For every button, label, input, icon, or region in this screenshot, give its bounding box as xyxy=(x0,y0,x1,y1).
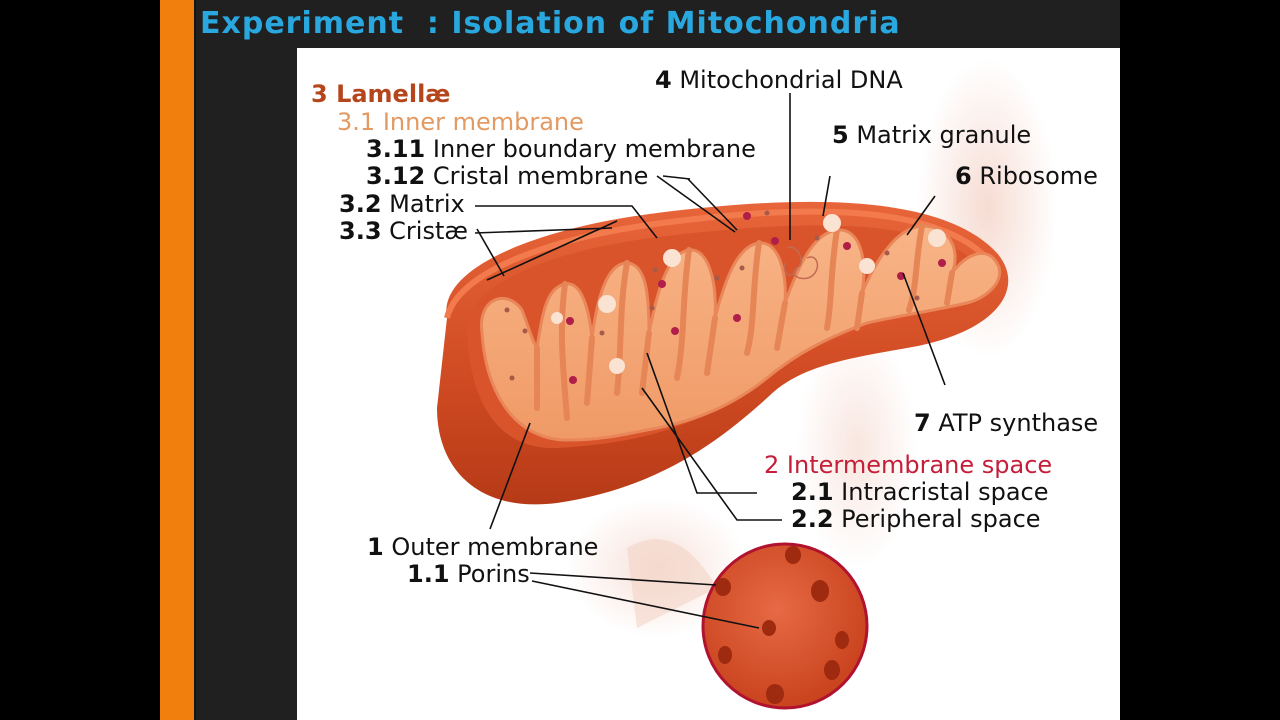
label-inner-boundary-membrane: 3.11 Inner boundary membrane xyxy=(366,135,756,163)
label-intracristal-space: 2.1 Intracristal space xyxy=(791,478,1048,506)
ribosome-dots xyxy=(566,212,946,384)
label-inner-membrane: 3.1 Inner membrane xyxy=(337,108,584,136)
small-spots xyxy=(504,210,920,381)
label-porins: 1.1 Porins xyxy=(407,560,530,588)
cristae-folds xyxy=(534,223,955,421)
label-ribosome: 6 Ribosome xyxy=(955,162,1098,190)
mitochondrion-diagram: 3 Lamellæ 3.1 Inner membrane 3.11 Inner … xyxy=(311,58,1098,710)
matrix-granules xyxy=(551,214,946,374)
label-atp-synthase: 7 ATP synthase xyxy=(914,409,1098,437)
label-intermembrane-space: 2 Intermembrane space xyxy=(764,451,1052,479)
label-matrix: 3.2 Matrix xyxy=(339,190,465,218)
porin-membrane-disc xyxy=(701,542,869,710)
mtdna-strand xyxy=(783,246,819,280)
slide: Experiment : Isolation of Mitochondria xyxy=(160,0,1120,720)
label-outer-membrane: 1 Outer membrane xyxy=(367,533,598,561)
label-mitochondrial-dna: 4 Mitochondrial DNA xyxy=(655,66,903,94)
label-matrix-granule: 5 Matrix granule xyxy=(832,121,1031,149)
diagram-canvas: 3 Lamellæ 3.1 Inner membrane 3.11 Inner … xyxy=(297,48,1120,720)
divider-strip xyxy=(194,0,196,720)
label-peripheral-space: 2.2 Peripheral space xyxy=(791,505,1041,533)
label-cristal-membrane: 3.12 Cristal membrane xyxy=(366,162,648,190)
label-cristae: 3.3 Cristæ xyxy=(339,217,468,245)
accent-bar xyxy=(160,0,194,720)
inner-membrane-shape xyxy=(480,224,1002,442)
slide-title: Experiment : Isolation of Mitochondria xyxy=(200,6,901,41)
label-lamellae: 3 Lamellæ xyxy=(311,80,450,108)
leader-lines xyxy=(474,93,946,629)
